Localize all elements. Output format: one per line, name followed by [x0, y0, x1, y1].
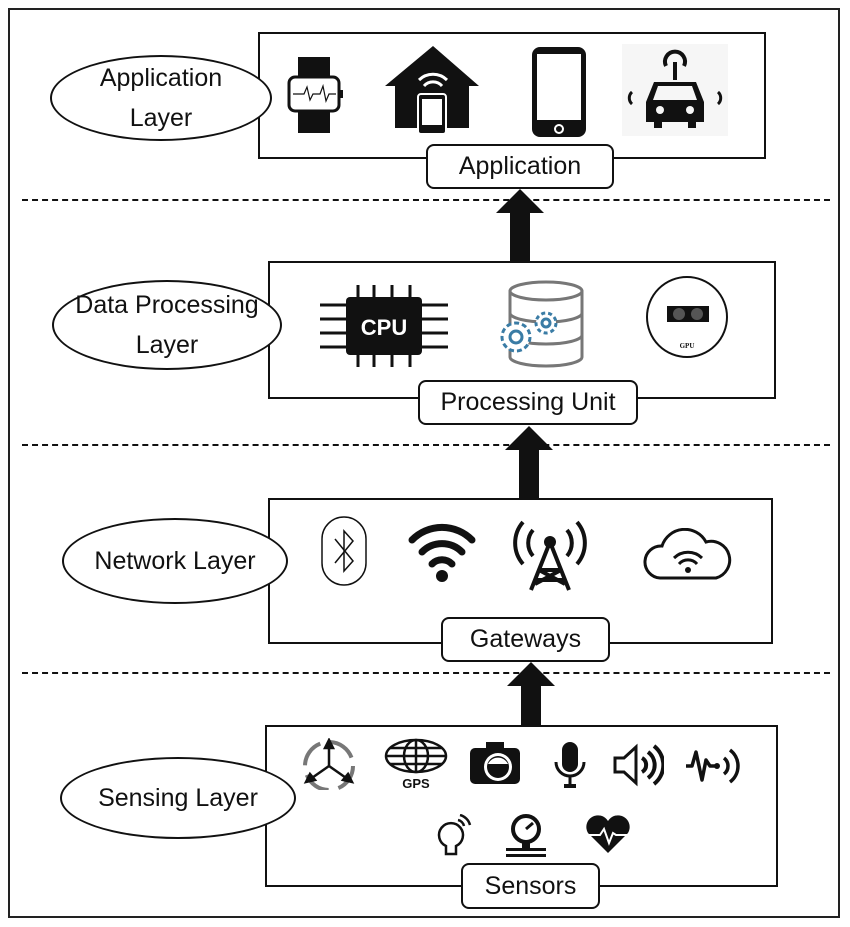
layer-name: Layer: [129, 104, 193, 132]
gpu-label: GPU: [680, 342, 695, 350]
component-text: Application: [458, 152, 582, 180]
speaker-icon: [613, 743, 664, 787]
pressure-gauge-icon: [506, 814, 546, 857]
accelerometer-icon: [303, 738, 355, 790]
wifi-icon: [408, 523, 476, 582]
layer-divider: [22, 199, 830, 201]
outer-frame: [8, 8, 840, 918]
smart-bulb-icon: [437, 814, 472, 856]
layer-name: Data Processing: [75, 291, 259, 319]
application-component-label: Application: [426, 144, 614, 189]
layer-divider: [22, 672, 830, 674]
layer-divider: [22, 444, 830, 446]
gps-icon: GPS: [384, 738, 448, 790]
cell-tower-icon: [513, 520, 587, 591]
layer-name: Sensing Layer: [98, 784, 258, 812]
smart-home-icon: [385, 46, 479, 135]
vibration-sensor-icon: [686, 748, 740, 784]
smartwatch-icon: [287, 57, 343, 133]
layer-name: Application: [99, 64, 223, 92]
sensing-layer-label: Sensing Layer: [60, 757, 296, 839]
database-gear-icon: [500, 280, 584, 368]
gateways-component-label: Gateways: [441, 617, 610, 662]
component-text: Sensors: [484, 871, 577, 900]
component-text: Processing Unit: [440, 388, 616, 416]
microphone-icon: [554, 742, 586, 788]
smartphone-icon: [532, 47, 586, 137]
processing-unit-component-label: Processing Unit: [418, 380, 638, 425]
layer-name: Network Layer: [94, 547, 256, 575]
sensors-component-label: Sensors: [461, 863, 600, 909]
gps-label: GPS: [402, 776, 430, 790]
cpu-label: CPU: [361, 315, 407, 340]
component-text: Gateways: [469, 625, 582, 653]
camera-icon: [470, 742, 520, 784]
network-layer-label: Network Layer: [62, 518, 288, 604]
gpu-icon: GPU: [646, 276, 728, 358]
up-arrow: [505, 426, 553, 498]
up-arrow: [496, 189, 544, 263]
up-arrow: [507, 662, 555, 726]
layer-name: Layer: [135, 331, 199, 359]
cpu-icon: CPU: [320, 285, 448, 367]
bluetooth-icon: [321, 516, 367, 586]
cloud-wifi-icon: [643, 528, 732, 580]
connected-car-icon: [622, 44, 728, 136]
heart-rate-icon: [586, 815, 630, 853]
